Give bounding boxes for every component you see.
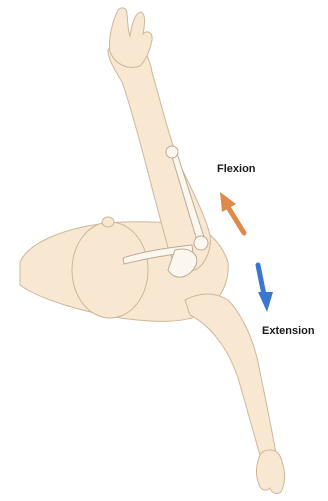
- lowered-hand: [256, 450, 284, 494]
- extension-label: Extension: [262, 325, 315, 337]
- lowered-arm: [185, 294, 276, 463]
- extension-arrow: [258, 265, 273, 312]
- flexion-arrow: [220, 192, 244, 233]
- nose: [102, 217, 114, 227]
- raised-hand: [109, 8, 152, 68]
- flexion-label: Flexion: [217, 163, 256, 175]
